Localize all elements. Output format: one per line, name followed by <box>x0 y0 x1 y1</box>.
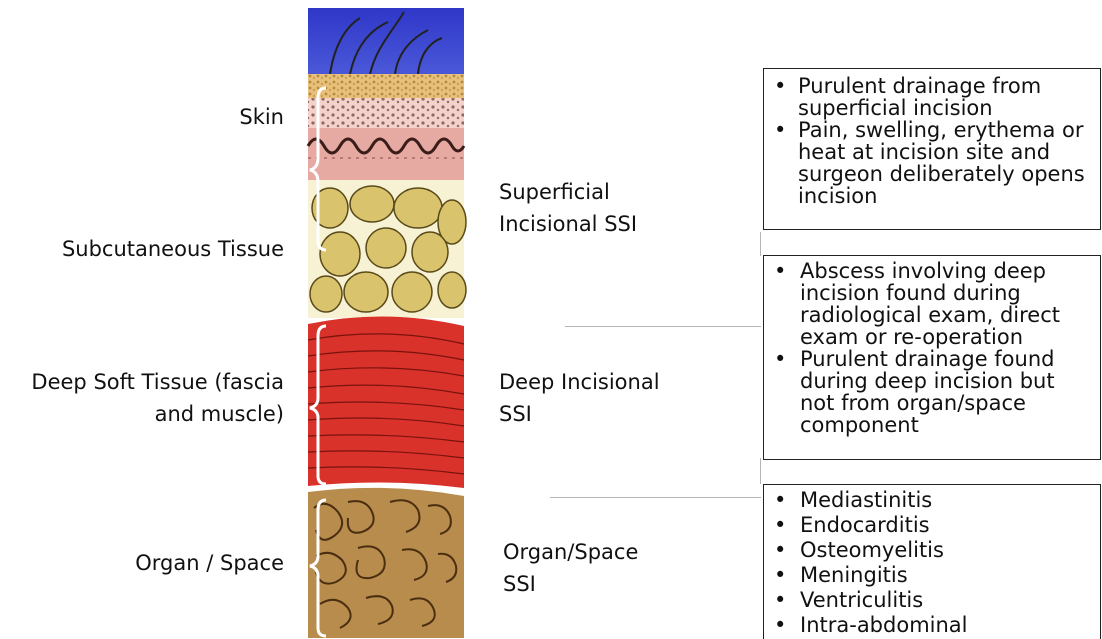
label-superficial-incisional-ssi: Superficial Incisional SSI <box>499 176 637 240</box>
criteria-item: Purulent drainage from superficial incis… <box>764 75 1092 119</box>
criteria-item: Pain, swelling, erythema or heat at inci… <box>764 119 1092 207</box>
label-deep-line1: Deep Incisional <box>499 366 660 398</box>
deep-criteria-box: Abscess involving deep incision found du… <box>763 255 1101 460</box>
vertical-divider <box>760 458 761 484</box>
label-organ-line1: Organ/Space <box>503 536 638 568</box>
criteria-item: Endocarditis <box>764 513 1092 538</box>
criteria-item: Purulent drainage found during deep inci… <box>764 348 1092 436</box>
criteria-item: Mediastinitis <box>764 488 1092 513</box>
label-skin: Skin <box>239 101 284 133</box>
label-deep-incisional-ssi: Deep Incisional SSI <box>499 366 660 430</box>
label-organ-line2: SSI <box>503 568 638 600</box>
muscle-layer <box>308 316 464 488</box>
vertical-divider <box>760 232 761 256</box>
label-subcutaneous-tissue: Subcutaneous Tissue <box>62 233 284 265</box>
hair-layer <box>308 8 464 74</box>
criteria-item: Meningitis <box>764 563 1092 588</box>
divider-line <box>550 497 761 498</box>
label-deep-soft-tissue-line1: Deep Soft Tissue (fascia <box>31 366 284 398</box>
criteria-item: Ventriculitis <box>764 588 1092 613</box>
criteria-item: Abscess involving deep incision found du… <box>764 260 1092 348</box>
label-superficial-line2: Incisional SSI <box>499 208 637 240</box>
subcutaneous-layer <box>308 180 466 318</box>
organ-layer <box>308 488 464 638</box>
superficial-criteria-box: Purulent drainage from superficial incis… <box>763 68 1101 230</box>
label-deep-line2: SSI <box>499 398 660 430</box>
tissue-layers-illustration <box>300 8 472 638</box>
label-organ-space-ssi: Organ/Space SSI <box>503 536 638 600</box>
organ-criteria-box: Mediastinitis Endocarditis Osteomyelitis… <box>763 484 1101 639</box>
label-deep-soft-tissue-line2: and muscle) <box>31 398 284 430</box>
skin-layer <box>308 74 464 180</box>
criteria-item: Osteomyelitis <box>764 538 1092 563</box>
label-organ-space: Organ / Space <box>135 547 284 579</box>
label-superficial-line1: Superficial <box>499 176 637 208</box>
criteria-item: Intra-abdominal <box>764 613 1092 638</box>
divider-line <box>565 326 761 327</box>
label-deep-soft-tissue: Deep Soft Tissue (fascia and muscle) <box>31 366 284 430</box>
